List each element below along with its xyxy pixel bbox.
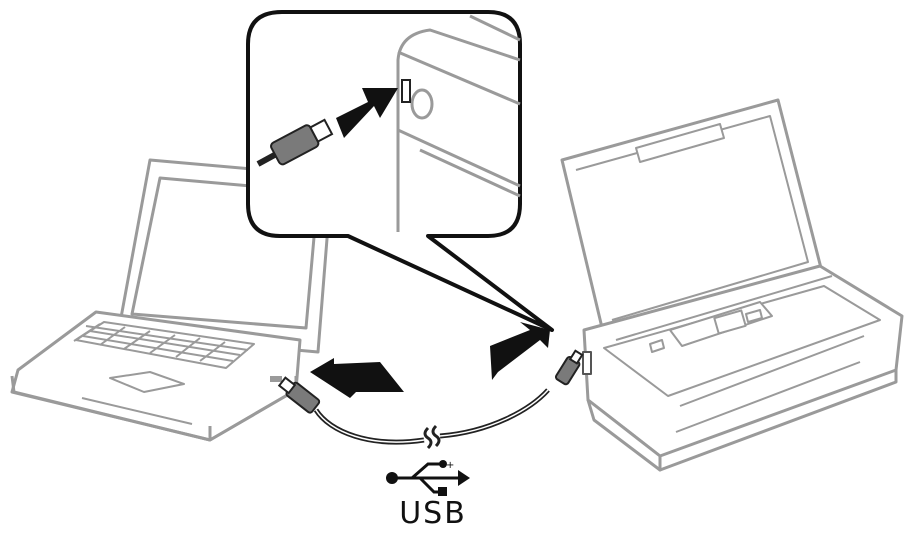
svg-text:+: + [446,460,454,471]
arrow-to-printer-icon [490,322,550,380]
laptop-usb-port [270,376,282,382]
callout-arrow-icon [336,88,398,138]
callout-bubble [246,10,554,332]
callout-usb-plug [270,118,334,166]
printer-usb-port [582,351,592,375]
callout-usb-port [401,79,411,103]
cable-right-segment [439,388,550,439]
usb-plug-printer [554,349,584,386]
usb-plug-laptop [277,376,321,414]
laptop-keyboard [73,321,255,369]
printer-control-panel [649,301,773,353]
zoom-callout [246,10,554,332]
arrow-to-laptop-icon [310,358,404,398]
laptop-touchpad [109,371,185,393]
printer [560,98,904,472]
callout-printer-side [396,14,521,232]
usb-label: USB [399,496,467,531]
usb-cable [277,349,584,450]
usb-trident-icon: + [386,460,470,496]
callout-power-button [410,88,434,120]
cable-break-icon [423,426,433,450]
